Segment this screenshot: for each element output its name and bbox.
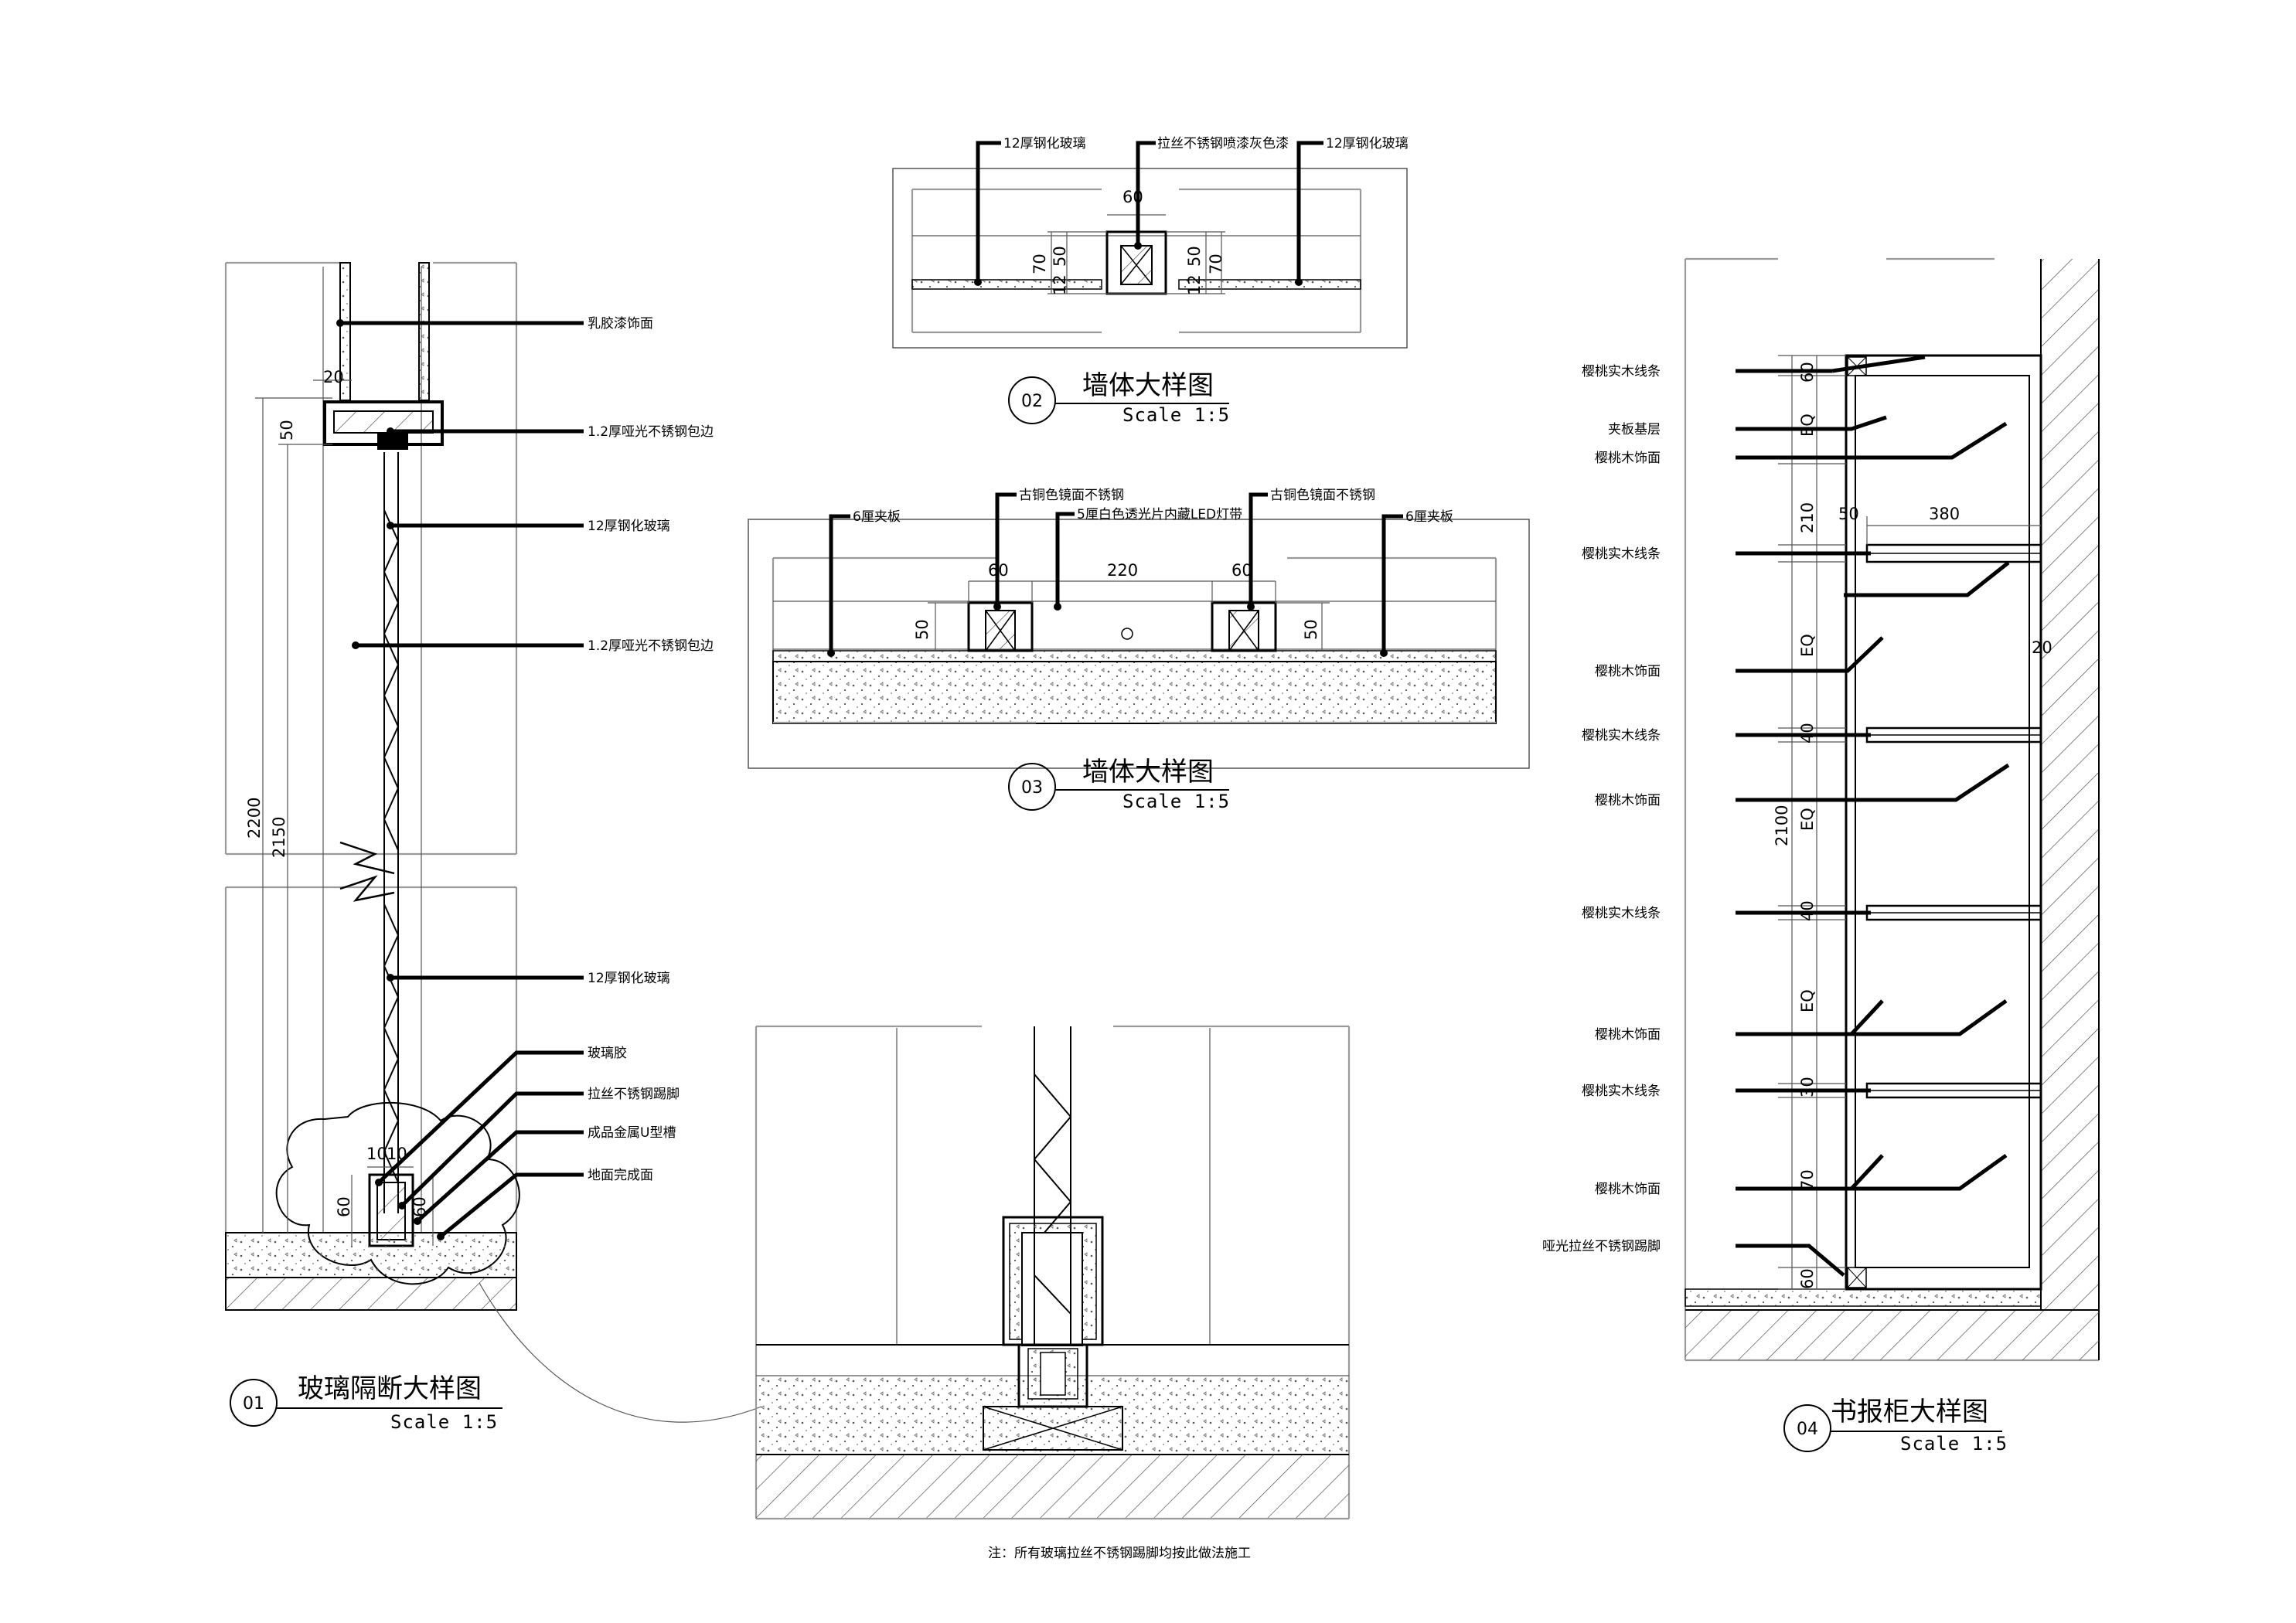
detail-skirting-enlarged: 注：所有玻璃拉丝不锈钢踢脚均按此做法施工: [755, 1025, 1351, 1561]
dim-03-50b: 50: [1302, 619, 1320, 640]
note-04-11: 哑光拉丝不锈钢踢脚: [1542, 1239, 1661, 1254]
dim-02-60: 60: [1122, 188, 1143, 206]
note-01-1: 1.2厚哑光不锈钢包边: [588, 424, 714, 440]
note-01-8: 地面完成面: [588, 1168, 653, 1183]
dim-02-50a: 50: [1051, 246, 1069, 267]
footnote: 注：所有玻璃拉丝不锈钢踢脚均按此做法施工: [988, 1546, 1251, 1561]
dim-03-60b: 60: [1231, 561, 1252, 580]
detail-04-number-circle: [1783, 1404, 1831, 1452]
note-03-1: 古铜色镜面不锈钢: [1019, 488, 1124, 503]
detail-02-number: 02: [1021, 392, 1043, 411]
dim-04-eq-1: EQ: [1798, 413, 1817, 437]
note-02-0: 12厚钢化玻璃: [1003, 136, 1086, 151]
note-01-7: 成品金属U型槽: [588, 1125, 676, 1141]
note-03-3: 古铜色镜面不锈钢: [1270, 488, 1375, 503]
dim-03-50a: 50: [913, 619, 932, 640]
detail-04-number: 04: [1797, 1420, 1818, 1439]
dim-02-12b: 12: [1185, 274, 1204, 295]
note-01-3: 1.2厚哑光不锈钢包边: [588, 638, 714, 654]
note-01-2: 12厚钢化玻璃: [588, 519, 670, 534]
note-04-9: 樱桃实木线条: [1582, 1084, 1661, 1099]
note-04-8: 樱桃木饰面: [1595, 1027, 1661, 1043]
note-03-4: 6厘夹板: [1405, 509, 1453, 525]
detail-02-number-circle: [1008, 376, 1056, 424]
dim-04-50: 50: [1838, 505, 1859, 523]
dim-04-210: 210: [1798, 502, 1817, 533]
dim-04-380: 380: [1929, 505, 1960, 523]
dim-04-30: 30: [1798, 1077, 1817, 1097]
detail-03-number-circle: [1008, 763, 1056, 811]
note-04-6: 樱桃木饰面: [1595, 793, 1661, 808]
note-03-0: 6厘夹板: [853, 509, 901, 525]
note-04-2: 樱桃木饰面: [1595, 451, 1661, 466]
note-01-5: 玻璃胶: [588, 1046, 627, 1061]
dim-20: 20: [323, 368, 344, 386]
detail-01-title: 玻璃隔断大样图: [298, 1373, 482, 1404]
note-04-1: 夹板基层: [1608, 422, 1661, 437]
dim-10a: 10: [366, 1145, 387, 1163]
note-04-10: 樱桃木饰面: [1595, 1182, 1661, 1197]
note-04-4: 樱桃木饰面: [1595, 664, 1661, 679]
note-04-0: 樱桃实木线条: [1582, 364, 1661, 379]
detail-03-wall-plan: 60 220 60 50 50 6厘夹板 古铜色镜面不锈钢 5厘白色透光片内藏L…: [748, 488, 1530, 812]
note-04-3: 樱桃实木线条: [1582, 546, 1661, 562]
dim-02-50b: 50: [1185, 246, 1204, 267]
dim-04-eq-3: EQ: [1798, 808, 1817, 831]
dim-2150: 2150: [270, 817, 288, 858]
dim-60a: 60: [335, 1196, 353, 1217]
detail-04-bookcase: 60 EQ 210 50 380 EQ 20 40 EQ 2100 40 EQ …: [1542, 257, 2100, 1455]
detail-04-scale: Scale 1:5: [1900, 1433, 2008, 1455]
dim-02-12a: 12: [1051, 274, 1069, 295]
detail-03-number: 03: [1021, 778, 1043, 798]
note-01-0: 乳胶漆饰面: [588, 316, 653, 332]
note-04-7: 樱桃实木线条: [1582, 906, 1661, 921]
note-01-4: 12厚钢化玻璃: [588, 971, 670, 986]
detail-03-scale: Scale 1:5: [1122, 791, 1230, 812]
dim-2200: 2200: [245, 798, 264, 839]
detail-04-title: 书报柜大样图: [1831, 1397, 1988, 1427]
detail-01-scale: Scale 1:5: [390, 1411, 498, 1433]
dim-03-220: 220: [1107, 561, 1138, 580]
note-02-2: 12厚钢化玻璃: [1326, 136, 1409, 151]
note-02-1: 拉丝不锈钢喷漆灰色漆: [1157, 136, 1289, 151]
note-04-5: 樱桃实木线条: [1582, 728, 1661, 743]
note-03-2: 5厘白色透光片内藏LED灯带: [1077, 507, 1242, 522]
dim-02-70a: 70: [1030, 253, 1049, 274]
dim-50: 50: [278, 420, 296, 441]
detail-02-title: 墙体大样图: [1082, 370, 1214, 401]
detail-03-title: 墙体大样图: [1082, 757, 1214, 788]
dim-04-20: 20: [2032, 638, 2052, 657]
note-01-6: 拉丝不锈钢踢脚: [588, 1087, 680, 1102]
dim-02-70b: 70: [1207, 253, 1225, 274]
dim-04-60-bot: 60: [1798, 1268, 1817, 1289]
detail-02-wall-plan: 60 70 50 12 50 70 12 12厚钢化玻璃 拉丝不锈钢喷漆灰色漆 …: [892, 136, 1409, 426]
detail-01-number: 01: [243, 1394, 264, 1414]
detail-01-glass-partition: 20 50 2200 2150 10 10 60 60 乳胶漆饰面 1.2厚哑光…: [224, 261, 714, 1433]
detail-02-scale: Scale 1:5: [1122, 404, 1230, 426]
dim-04-eq-2: EQ: [1798, 634, 1817, 657]
enlarge-connector: [479, 1282, 762, 1423]
dim-04-2100: 2100: [1773, 805, 1791, 846]
detail-01-number-circle: [230, 1379, 278, 1427]
dim-04-eq-4: EQ: [1798, 989, 1817, 1012]
